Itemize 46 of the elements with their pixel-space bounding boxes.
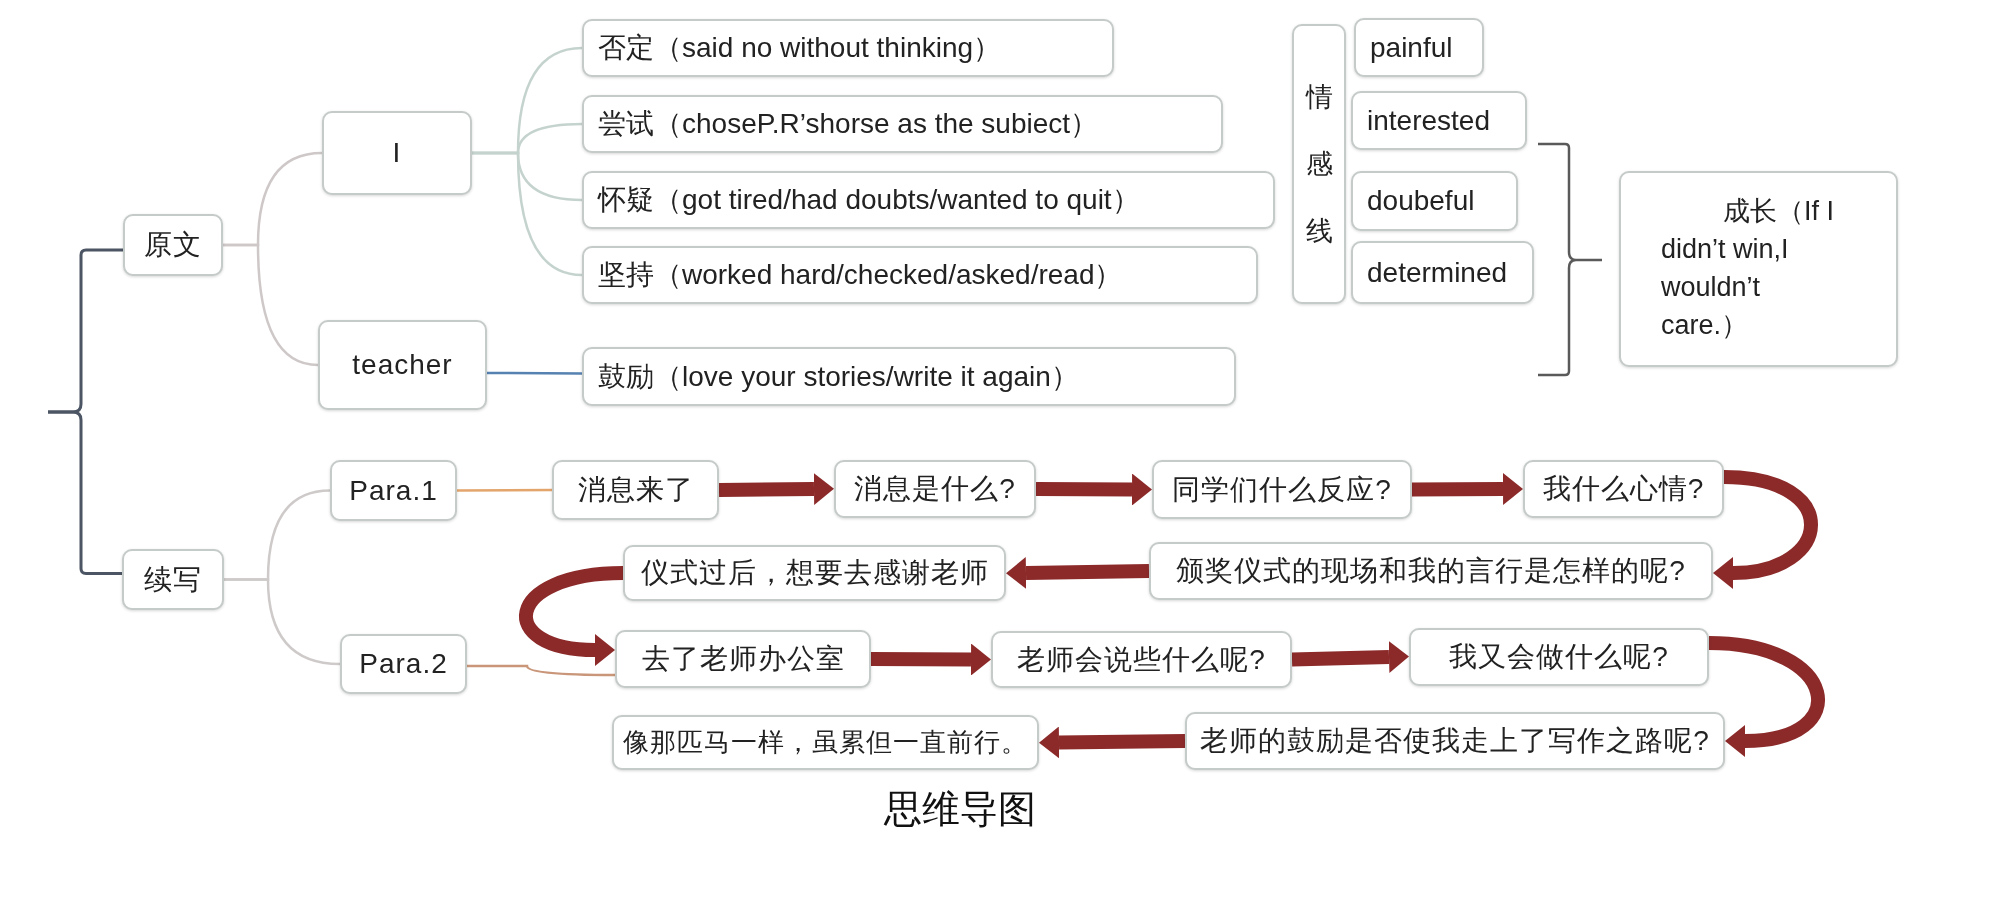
detail-box: 尝试（choseP.R’shorse as the subiect）	[582, 95, 1223, 153]
emotion-box: interested	[1351, 91, 1527, 150]
arrow	[1291, 641, 1409, 673]
arrow	[1039, 726, 1186, 759]
emotion-box: painful	[1354, 18, 1484, 77]
step-box: 颁奖仪式的现场和我的言行是怎样的呢?	[1149, 542, 1713, 600]
arrow	[1411, 473, 1523, 505]
arrow	[870, 643, 991, 676]
arrow	[1006, 557, 1150, 589]
detail-box: 否定（said no without thinking）	[582, 19, 1114, 77]
arrow	[1035, 473, 1152, 506]
detail-box: 坚持（worked hard/checked/asked/read）	[582, 246, 1258, 304]
connector-line	[457, 488, 552, 492]
connector-line	[467, 664, 615, 677]
emotion-box: doubeful	[1351, 171, 1518, 231]
emotion-box: determined	[1351, 241, 1534, 304]
curved-arrow	[1708, 636, 1825, 757]
step-box: 同学们什么反应?	[1152, 460, 1412, 519]
caption: 思维导图	[884, 787, 1036, 832]
paragraph-box: Para.2	[340, 634, 467, 694]
category-box: 原文	[123, 214, 223, 276]
paragraph-box: Para.1	[330, 460, 457, 521]
curved-arrow	[1713, 470, 1818, 589]
bracket-line	[48, 410, 122, 575]
detail-box: 怀疑（got tired/had doubts/wanted to quit）	[582, 171, 1275, 229]
connector-line	[487, 371, 582, 375]
curved-arrow	[519, 566, 624, 666]
step-box: 去了老师办公室	[615, 630, 871, 688]
connector-line	[224, 578, 341, 666]
topic-box: I	[322, 111, 472, 195]
vertical-label-box: 情感线	[1292, 24, 1346, 304]
step-box: 我又会做什么呢?	[1409, 628, 1709, 686]
step-box: 消息是什么?	[834, 460, 1036, 518]
topic-box: teacher	[318, 320, 487, 410]
step-box: 老师的鼓励是否使我走上了写作之路呢?	[1185, 712, 1725, 770]
step-box: 像那匹马一样，虽累但一直前行。	[612, 715, 1039, 770]
step-box: 我什么心情?	[1523, 460, 1724, 518]
step-box: 消息来了	[552, 460, 719, 520]
step-box: 老师会说些什么呢?	[991, 631, 1292, 688]
connector-line	[223, 243, 319, 367]
connector-line	[472, 151, 583, 277]
detail-box: 鼓励（love your stories/write it again）	[582, 347, 1236, 406]
conclusion-box: 成长（If I didn’t win,I wouldn’t care.）	[1619, 171, 1898, 367]
arrow	[718, 473, 834, 505]
category-box: 续写	[122, 549, 224, 610]
step-box: 仪式过后，想要去感谢老师	[623, 545, 1006, 601]
